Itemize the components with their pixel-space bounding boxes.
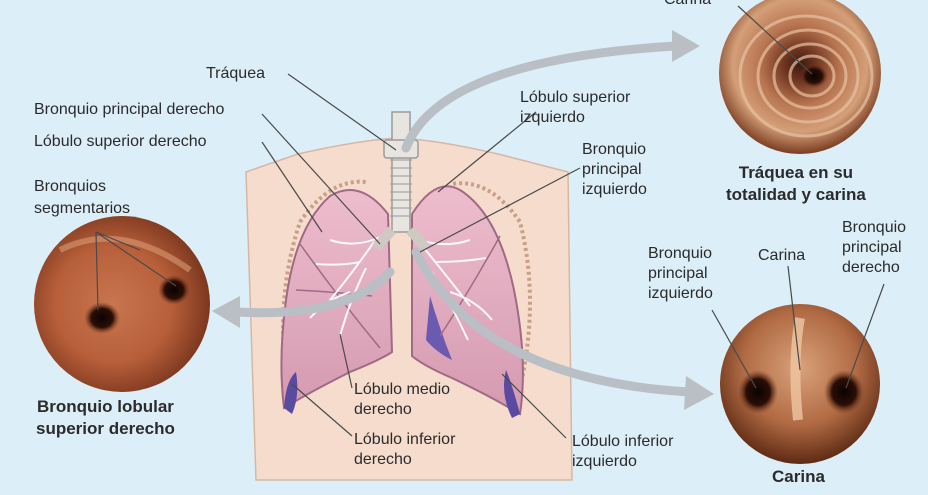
label-bronquio-principal-izquierdo: Bronquio principal izquierdo [582,140,647,200]
label-lobulo-superior-derecho: Lóbulo superior derecho [34,132,207,152]
endoscopy-trachea-view [719,0,881,154]
label-carina-top: Carina [664,0,711,10]
label-lobulo-medio-derecho: Lóbulo medio derecho [354,380,450,420]
arrowhead-carina-view [684,376,714,410]
label-traquea: Tráquea [206,64,265,84]
label-carina-view-bronquio-izquierdo: Bronquio principal izquierdo [648,244,713,304]
arrowhead-trachea-view [672,30,700,62]
endoscopy-carina-view [720,304,880,464]
label-lobulo-inferior-izquierdo: Lóbulo inferior izquierdo [572,432,673,472]
label-lobulo-inferior-derecho: Lóbulo inferior derecho [354,430,455,470]
label-carina-view-bronquio-derecho: Bronquio principal derecho [842,218,906,278]
caption-bronquio-lobular-view: Bronquio lobular superior derecho [36,396,175,440]
label-bronquios-segmentarios: Bronquios segmentarios [34,176,130,220]
caption-traquea-view: Tráquea en su totalidad y carina [726,162,866,206]
label-carina-view-carina: Carina [758,246,805,266]
caption-carina-view: Carina [772,466,825,488]
label-bronquio-principal-derecho: Bronquio principal derecho [34,100,224,120]
arrowhead-lobular-bronchus-view [212,296,240,328]
label-lobulo-superior-izquierdo: Lóbulo superior izquierdo [520,88,630,128]
trachea [392,112,410,232]
